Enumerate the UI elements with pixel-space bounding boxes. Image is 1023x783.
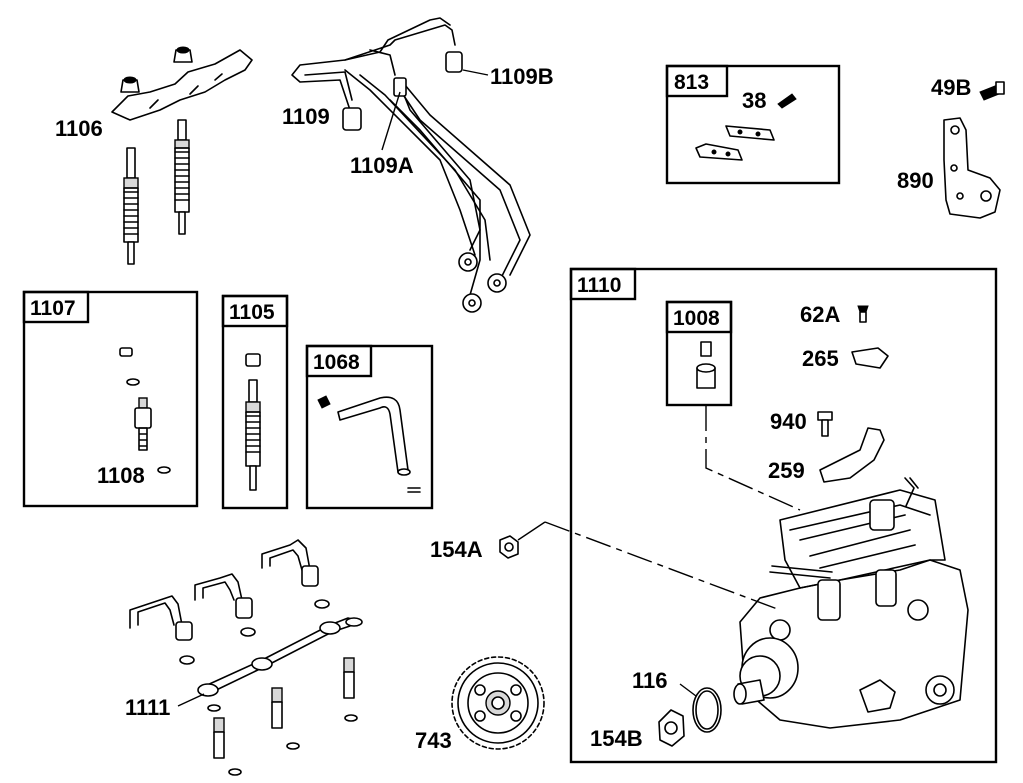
part-1111-fuel-return-line-set[interactable]: 1111 — [125, 539, 363, 776]
callout-259: 259 — [768, 458, 805, 483]
callout-1106: 1106 — [55, 116, 103, 141]
callout-38: 38 — [742, 88, 766, 113]
part-1106-injector-clamp-assembly[interactable]: 1106 — [55, 46, 253, 265]
callout-813: 813 — [674, 71, 709, 94]
part-890-mounting-bracket[interactable]: 49B 890 — [897, 75, 1005, 219]
callout-49B: 49B — [931, 75, 971, 100]
part-1110-injection-pump-assembly[interactable]: 1110 1008 62A 265 940 259 — [544, 267, 998, 764]
part-743-pump-drive-gear[interactable]: 743 — [415, 656, 545, 753]
callout-1111: 1111 — [125, 695, 170, 720]
part-1105-injector[interactable]: 1105 — [221, 294, 289, 510]
callout-743: 743 — [415, 728, 452, 753]
part-1109-injection-pipes[interactable]: 1109 1109A 1109B — [282, 17, 554, 313]
callout-154A: 154A — [430, 537, 483, 562]
part-154A-nut[interactable]: 154A — [430, 521, 546, 562]
callout-890: 890 — [897, 168, 934, 193]
callout-1068: 1068 — [313, 351, 360, 374]
callout-62A: 62A — [800, 302, 840, 327]
callout-1109: 1109 — [282, 104, 330, 129]
callout-1109A: 1109A — [350, 153, 414, 178]
callout-154B: 154B — [590, 726, 643, 751]
callout-265: 265 — [802, 346, 839, 371]
part-1107-nozzle-kit[interactable]: 1107 1108 — [22, 290, 199, 508]
callout-1008: 1008 — [673, 307, 720, 330]
callout-1105: 1105 — [229, 301, 275, 324]
part-1068-return-hose[interactable]: 1068 — [305, 344, 434, 510]
part-813-bracket-kit[interactable]: 813 38 — [665, 64, 841, 185]
callout-116: 116 — [632, 668, 668, 693]
callout-1108: 1108 — [97, 463, 145, 488]
callout-940: 940 — [770, 409, 807, 434]
callout-1109B: 1109B — [490, 64, 554, 89]
callout-1107: 1107 — [30, 297, 76, 320]
callout-1110: 1110 — [577, 274, 621, 297]
